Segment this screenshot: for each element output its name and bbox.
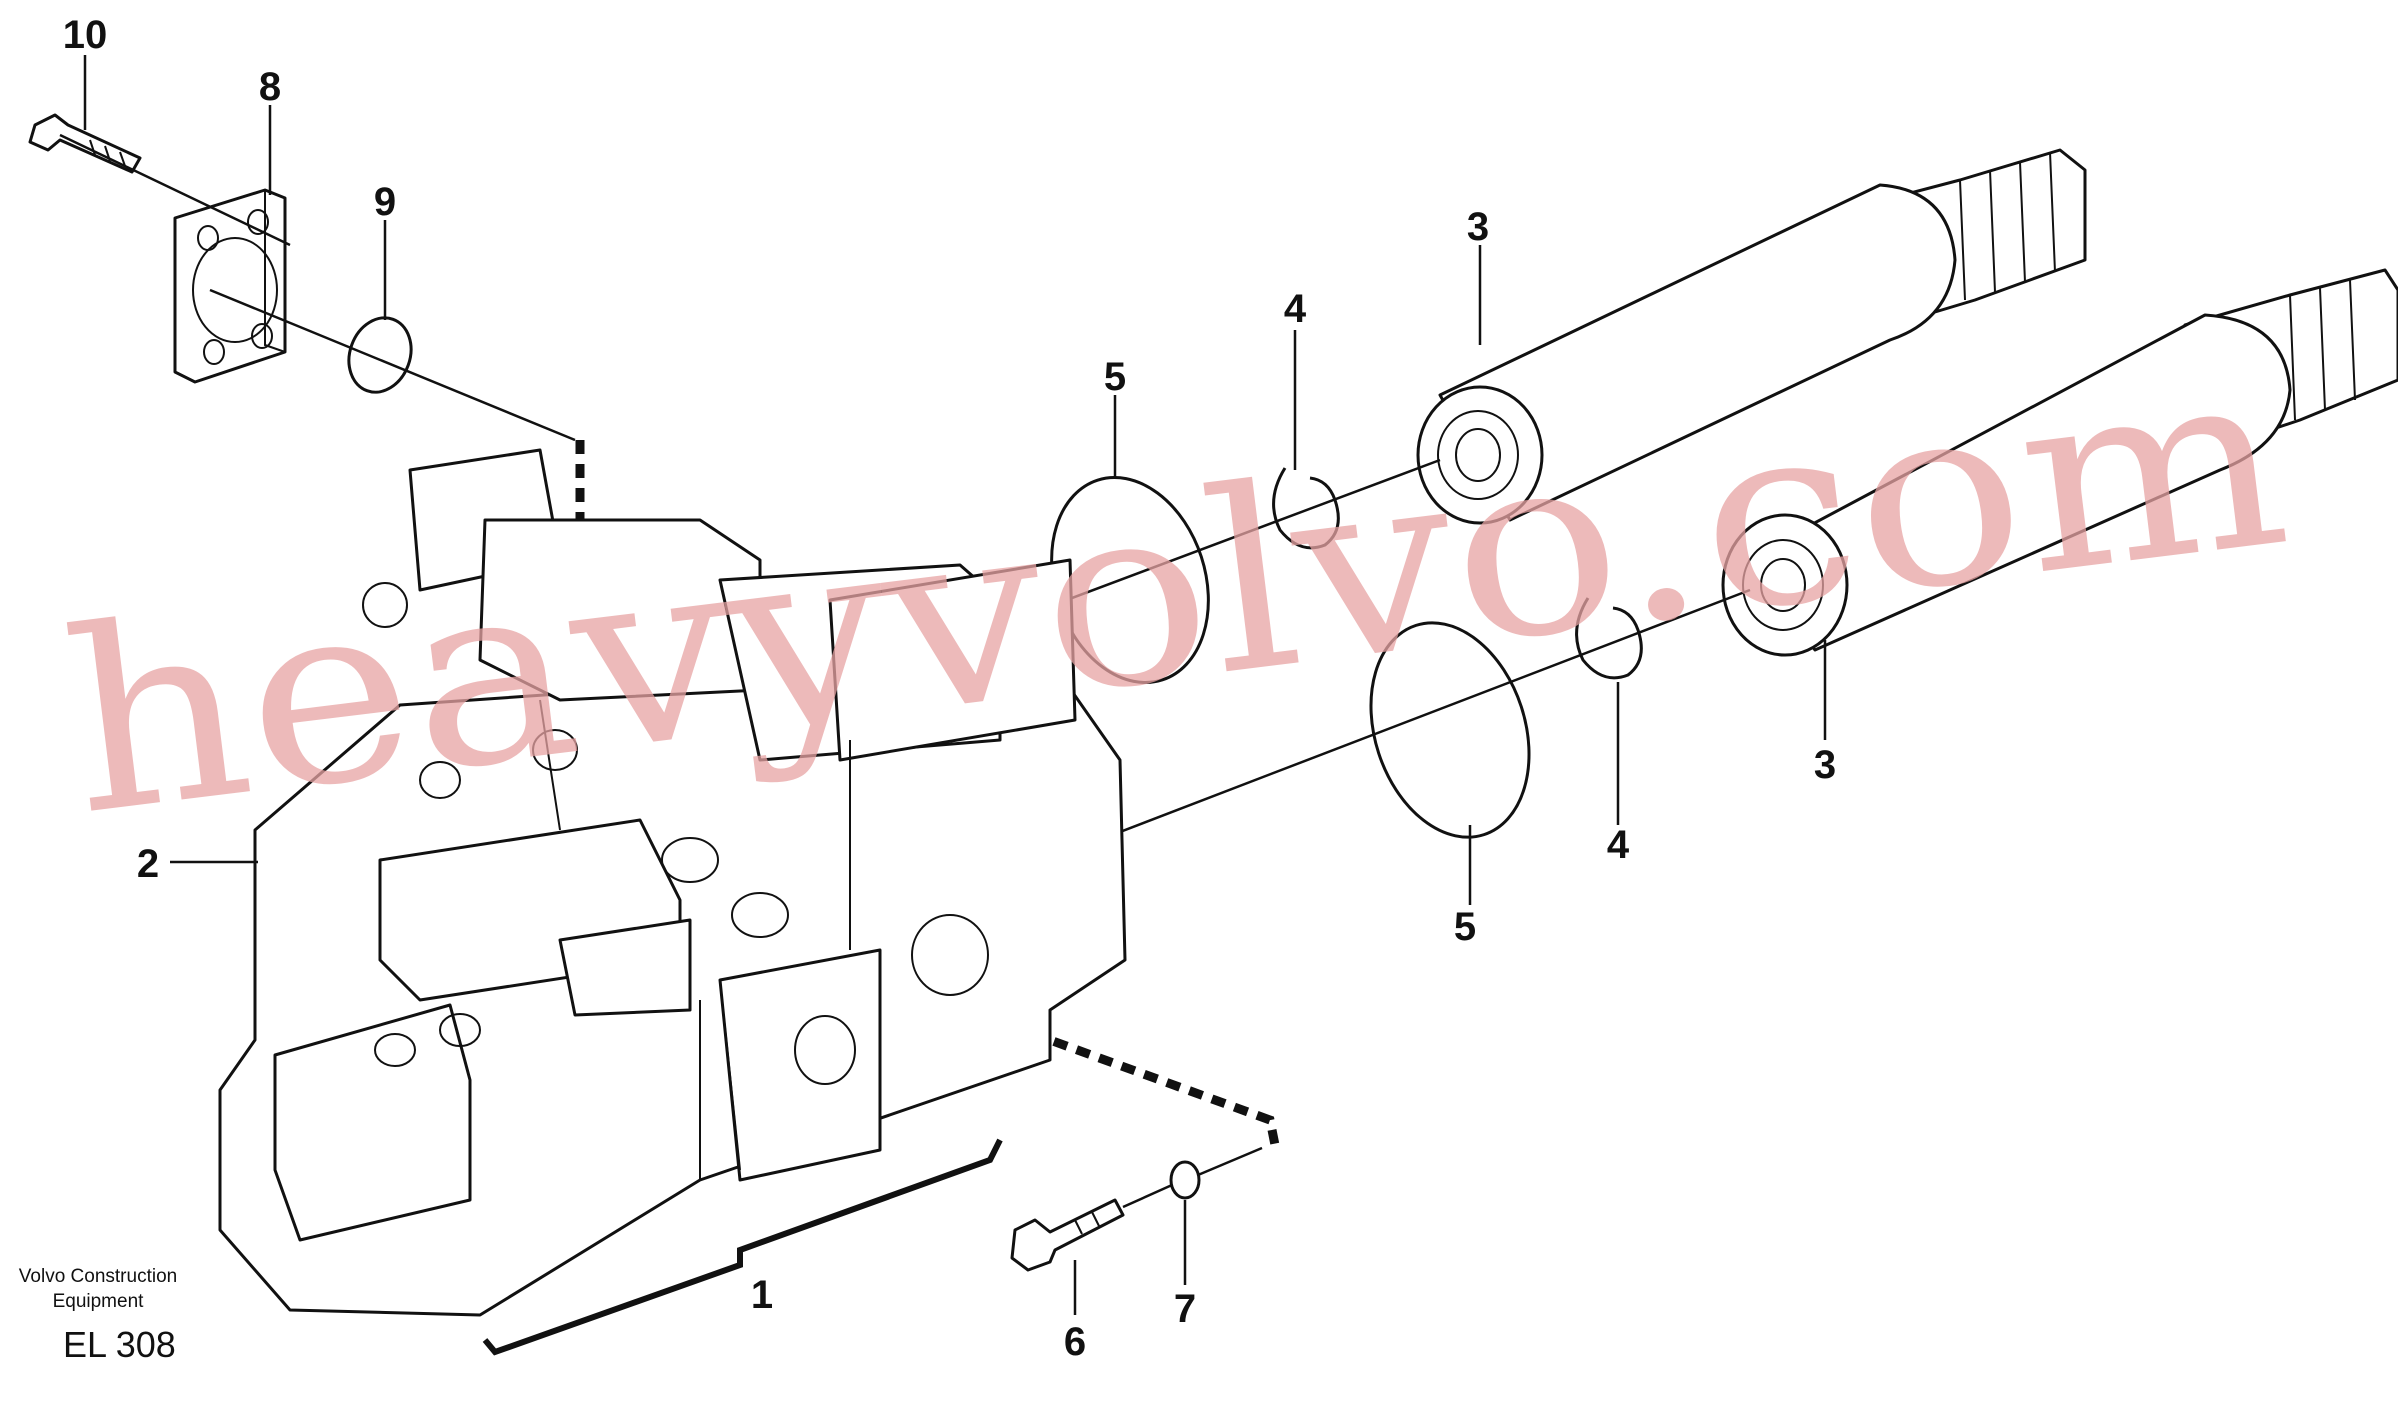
callout-4-upper: 4 <box>1284 287 1307 331</box>
bolt-part-10 <box>28 113 142 174</box>
callout-4-lower: 4 <box>1607 823 1630 867</box>
brand-line-2: Equipment <box>53 1291 145 1312</box>
part-1-bracket <box>482 1138 1003 1356</box>
flange-plate-part-8 <box>173 188 287 384</box>
splined-shaft-upper-part-3 <box>1416 148 2087 525</box>
callout-5-lower: 5 <box>1454 905 1476 949</box>
splined-shaft-lower-part-3 <box>1721 268 2398 657</box>
leader-lines <box>83 55 1827 1315</box>
callout-5-upper: 5 <box>1104 355 1126 399</box>
callout-7: 7 <box>1174 1287 1196 1331</box>
callout-3-upper: 3 <box>1467 205 1489 249</box>
bolt-part-6 <box>1010 1198 1125 1272</box>
retaining-ring-lower-part-4 <box>1575 597 1643 680</box>
o-ring-lower-part-5 <box>1369 621 1531 839</box>
watermark-text: heavyvolvo.com <box>52 310 2301 871</box>
retaining-ring-upper-part-4 <box>1272 467 1340 550</box>
callout-8: 8 <box>259 65 281 109</box>
callout-10: 10 <box>63 13 108 57</box>
washer-part-7 <box>1169 1160 1201 1200</box>
callout-1: 1 <box>751 1273 773 1317</box>
callout-3-lower: 3 <box>1814 743 1836 787</box>
valve-block-assembly <box>218 448 1127 1317</box>
drawing-code: EL 308 <box>63 1324 176 1365</box>
callout-6: 6 <box>1064 1320 1086 1364</box>
callout-9: 9 <box>374 180 396 224</box>
brand-line-1: Volvo Construction <box>19 1266 177 1287</box>
callout-2: 2 <box>137 842 159 886</box>
o-ring-part-9 <box>347 316 413 394</box>
